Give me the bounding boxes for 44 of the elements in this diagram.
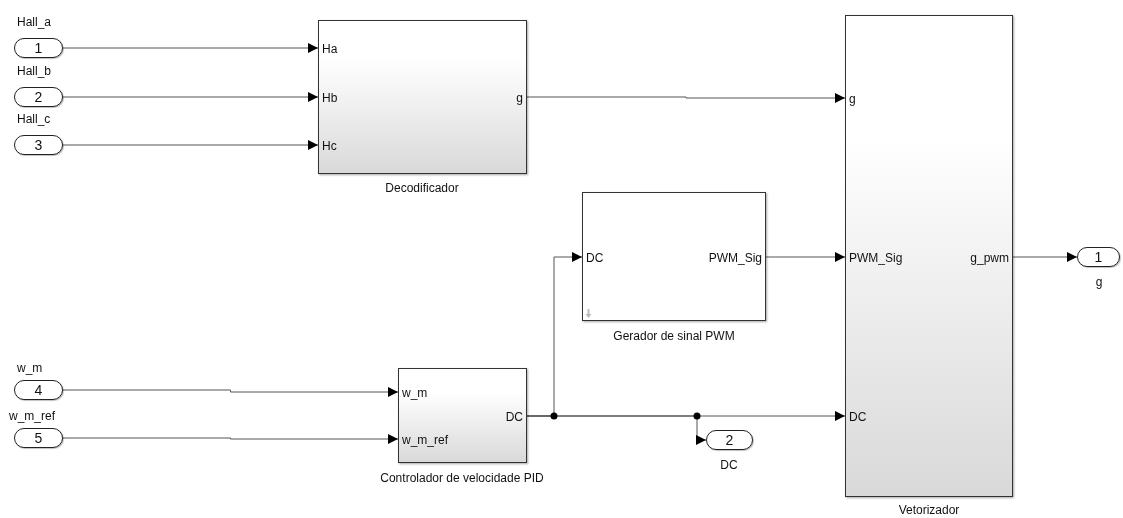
port-label: Hall_c (17, 112, 51, 126)
signal-arrow (62, 387, 399, 397)
port-label: DC (720, 458, 738, 472)
subsystem-block (318, 20, 527, 174)
inport-block: 3 (14, 135, 63, 155)
port-name: Ha (322, 42, 338, 56)
block-name: Controlador de velocidade PID (380, 471, 544, 485)
port-name: DC (586, 251, 604, 265)
port-name: g (849, 92, 856, 106)
port-label: w_m_ref (9, 409, 55, 423)
port-name: Hb (322, 91, 338, 105)
outport-block: 1 (1077, 247, 1120, 267)
block-name: Vetorizador (898, 503, 960, 517)
block-name: Gerador de sinal PWM (613, 329, 735, 343)
block-name: Decodificador (385, 181, 459, 195)
port-name: DC (505, 410, 523, 424)
port-name: PWM_Sig (708, 251, 762, 265)
signal-arrow (62, 92, 319, 102)
subsystem-block (845, 15, 1013, 497)
signal-arrow (62, 43, 319, 53)
signal-arrow (526, 415, 707, 445)
port-name: w_m (402, 386, 428, 400)
inport-block: 4 (14, 380, 63, 400)
port-label: Hall_b (17, 64, 52, 78)
signal-arrow (1012, 252, 1078, 262)
port-name: g (516, 91, 523, 105)
inport-block: 2 (14, 87, 63, 107)
inport-block: 5 (14, 428, 63, 448)
signal-arrow (62, 434, 399, 444)
port-name: DC (849, 410, 867, 424)
port-label: g (1095, 275, 1103, 289)
port-name: PWM_Sig (849, 251, 903, 265)
port-name: Hc (322, 139, 337, 153)
signal-arrow (62, 140, 319, 150)
subsystem-block (398, 368, 527, 463)
outport-block: 2 (706, 430, 753, 450)
port-name: g_pwm (970, 251, 1009, 265)
port-label: Hall_a (17, 15, 52, 29)
subsystem-block (582, 192, 766, 321)
signal-arrow (765, 252, 846, 262)
signal-arrow (526, 93, 846, 103)
port-name: w_m_ref (402, 433, 448, 447)
inport-block: 1 (14, 38, 63, 58)
port-label: w_m (17, 361, 43, 375)
